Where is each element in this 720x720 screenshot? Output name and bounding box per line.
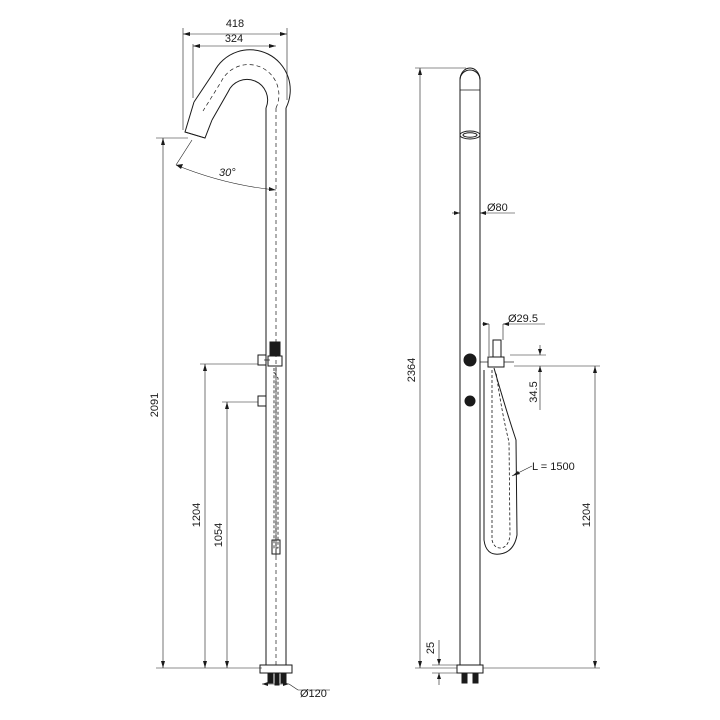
spout-outlet-icon [459,130,481,140]
dim-base-height: 25 [425,642,437,654]
dim-height-mixer-lower: 1054 [213,523,225,547]
dim-height-mixer-front: 1204 [581,503,593,527]
dim-width-spout: 324 [225,33,243,45]
mixer-control-icon [463,353,477,367]
dim-handle-height: 34.5 [528,381,540,402]
dim-width-total: 418 [226,18,244,30]
side-view: 418 324 30° 2091 1204 1054 [149,18,330,700]
dim-hose-length: L = 1500 [532,461,575,473]
dim-angle: 30° [219,167,236,179]
dim-base-diameter: Ø120 [300,688,327,700]
dim-height-total: 2091 [149,393,161,417]
dim-column-diameter: Ø80 [487,202,508,214]
mixer-handle-icon [269,341,281,357]
front-view: Ø80 Ø29.5 34.5 L = 1500 2364 1204 [406,67,600,685]
dim-height-mixer-upper: 1204 [191,503,203,527]
diverter-control-icon [464,395,476,407]
dim-handle-diameter: Ø29.5 [508,313,538,325]
dim-height-total-front: 2364 [406,358,418,382]
